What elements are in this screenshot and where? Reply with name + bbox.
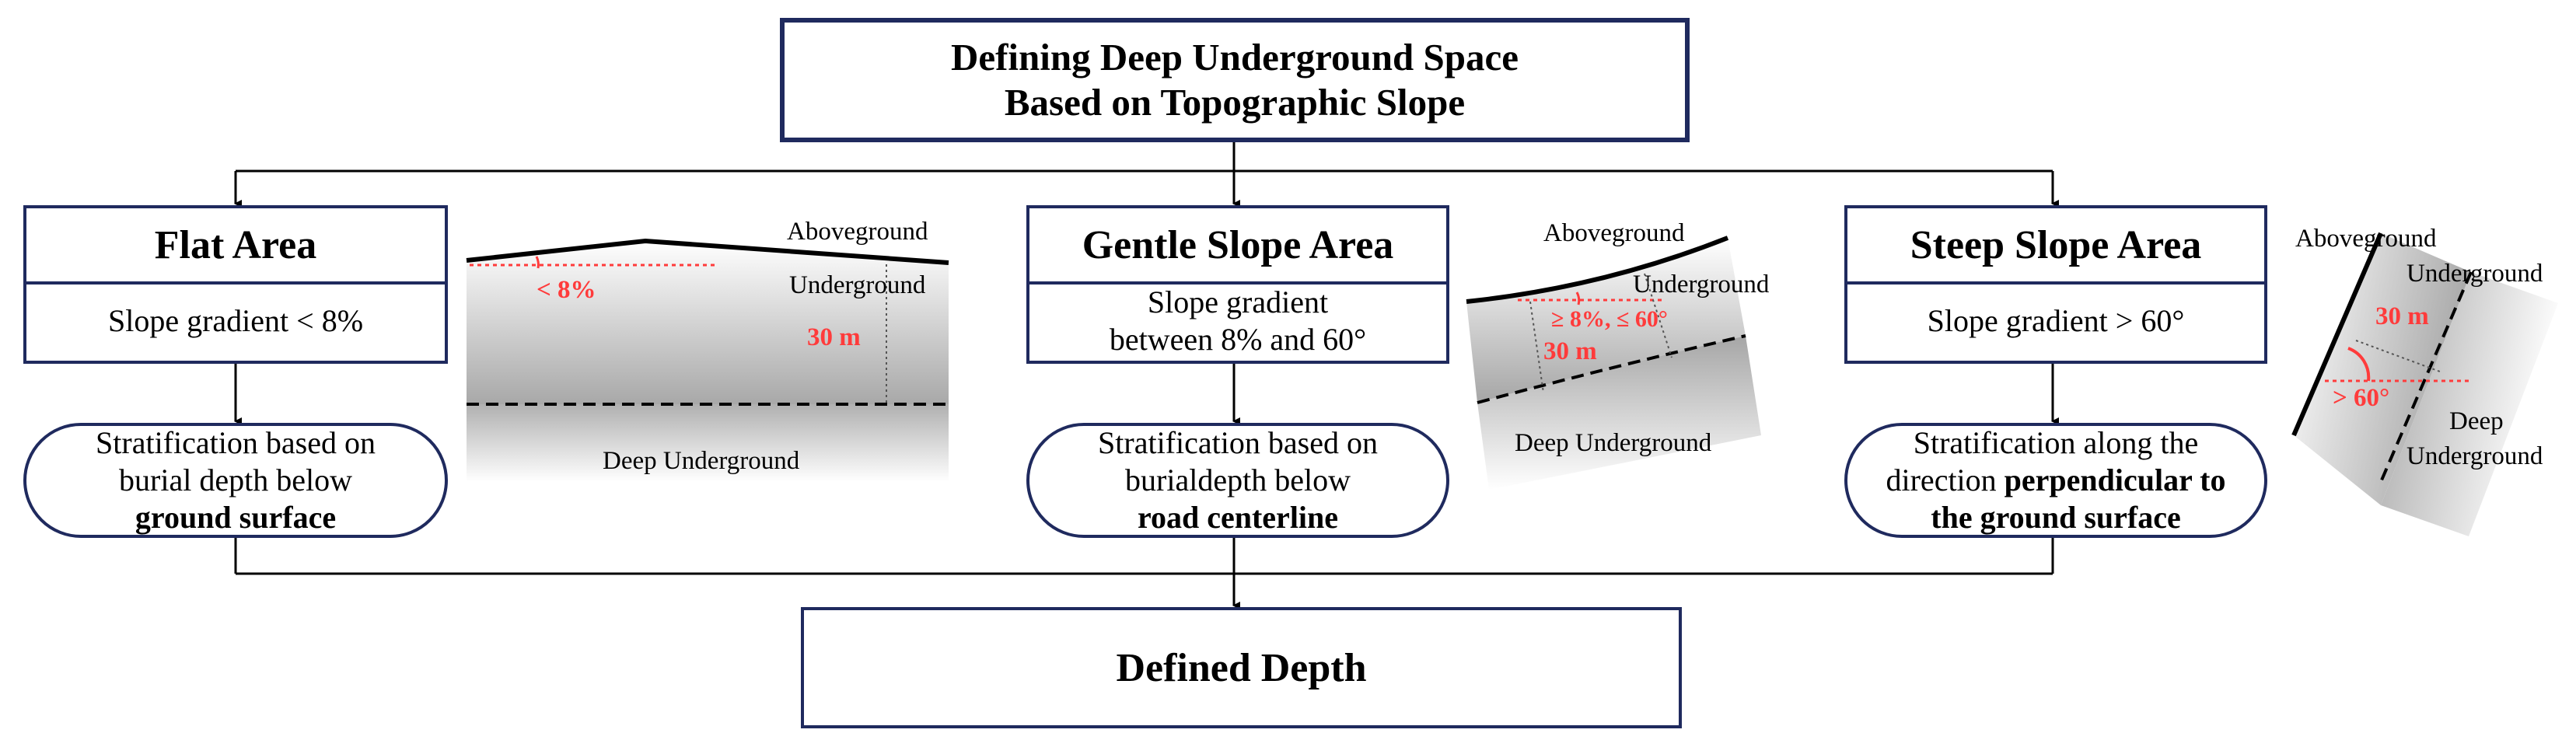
title-box: Defining Deep Underground Space Based on… bbox=[780, 18, 1690, 142]
steep-depth-label: 30 m bbox=[2375, 302, 2429, 330]
flat-depth-label: 30 m bbox=[807, 323, 861, 351]
category-steep-title: Steep Slope Area bbox=[1847, 208, 2264, 284]
method-line: Stratification based on bbox=[96, 425, 376, 460]
title-line-1: Defining Deep Underground Space bbox=[950, 36, 1519, 79]
method-line: burial depth below bbox=[119, 463, 352, 497]
criterion-line: Slope gradient < 8% bbox=[107, 303, 364, 338]
top-connectors bbox=[234, 142, 2059, 208]
criterion-line: Slope gradient > 60° bbox=[1927, 303, 2185, 338]
method-gentle: Stratification based on burialdepth belo… bbox=[1026, 423, 1449, 538]
flat-deep-label: Deep Underground bbox=[603, 447, 800, 475]
steep-deep-label-2: Underground bbox=[2406, 442, 2543, 470]
gentle-aboveground-label: Aboveground bbox=[1543, 219, 1685, 247]
criterion-line: between 8% and 60° bbox=[1109, 322, 1367, 357]
gentle-depth-label: 30 m bbox=[1543, 337, 1597, 365]
category-flat-title: Flat Area bbox=[26, 208, 445, 284]
method-line: Stratification along the bbox=[1913, 425, 2199, 460]
method-steep: Stratification along the direction perpe… bbox=[1844, 423, 2267, 538]
category-gentle-slope: Gentle Slope Area Slope gradient between… bbox=[1026, 205, 1449, 364]
method-bold-line: perpendicular to bbox=[2004, 463, 2226, 497]
steep-deep-label-1: Deep bbox=[2449, 407, 2504, 435]
category-gentle-criterion: Slope gradient between 8% and 60° bbox=[1029, 281, 1446, 361]
flat-underground-label: Underground bbox=[789, 271, 926, 299]
steep-underground-label: Underground bbox=[2406, 260, 2543, 288]
method-line: burialdepth below bbox=[1125, 463, 1351, 497]
category-flat-area: Flat Area Slope gradient < 8% bbox=[23, 205, 448, 364]
method-line: Stratification based on bbox=[1098, 425, 1378, 460]
category-steep-slope: Steep Slope Area Slope gradient > 60° bbox=[1844, 205, 2267, 364]
flat-slope-label: < 8% bbox=[537, 276, 596, 304]
gentle-slope-sketch: Aboveground Underground ≥ 8%, ≤ 60° 30 m… bbox=[1466, 219, 1770, 490]
middle-connectors bbox=[234, 364, 2059, 425]
bottom-connectors bbox=[234, 538, 2054, 609]
category-flat-criterion: Slope gradient < 8% bbox=[26, 281, 445, 361]
flat-aboveground-label: Aboveground bbox=[787, 218, 928, 246]
criterion-line: Slope gradient bbox=[1147, 284, 1329, 319]
steep-slope-sketch: Aboveground Underground 30 m > 60° Deep … bbox=[2291, 225, 2558, 536]
gentle-deep-label: Deep Underground bbox=[1515, 429, 1712, 457]
flat-area-sketch: Aboveground Underground < 8% 30 m Deep U… bbox=[466, 218, 949, 482]
gentle-slope-label: ≥ 8%, ≤ 60° bbox=[1551, 306, 1668, 332]
method-bold-line: road centerline bbox=[1137, 500, 1339, 535]
title-line-2: Based on Topographic Slope bbox=[1004, 81, 1466, 124]
gentle-underground-label: Underground bbox=[1633, 271, 1770, 298]
steep-aboveground-label: Aboveground bbox=[2295, 225, 2437, 253]
category-steep-criterion: Slope gradient > 60° bbox=[1847, 281, 2264, 361]
category-gentle-title: Gentle Slope Area bbox=[1029, 208, 1446, 284]
method-flat: Stratification based on burial depth bel… bbox=[23, 423, 448, 538]
defined-depth-box: Defined Depth bbox=[801, 607, 1682, 728]
method-bold-line: the ground surface bbox=[1931, 500, 2181, 535]
method-line: direction bbox=[1886, 463, 2005, 497]
method-bold-line: ground surface bbox=[135, 500, 337, 535]
steep-slope-label: > 60° bbox=[2333, 384, 2389, 412]
